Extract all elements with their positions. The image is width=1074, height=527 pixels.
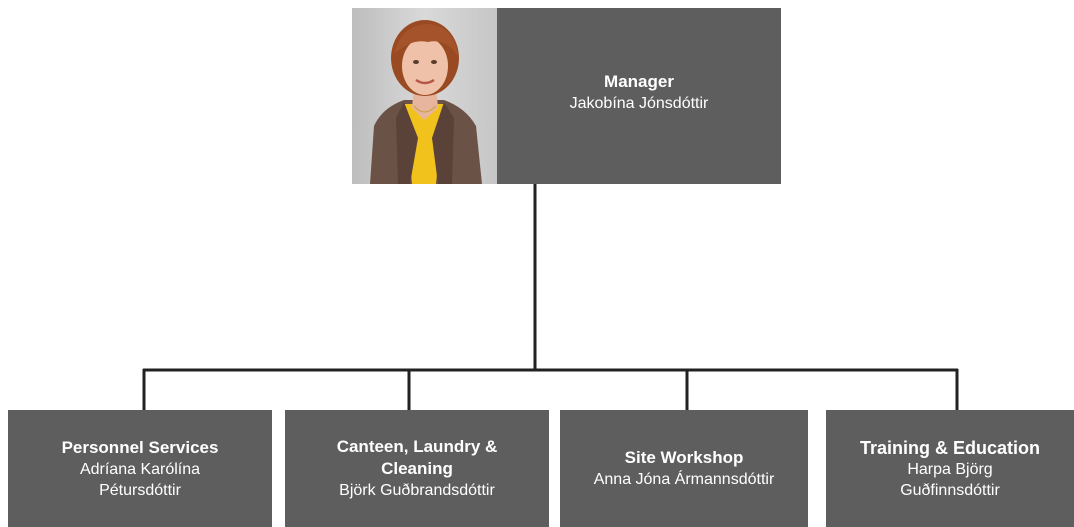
department-box-canteen-laundry-cleaning: Canteen, Laundry & Cleaning Björk Guðbra… xyxy=(285,410,549,527)
portrait-photo-icon xyxy=(352,8,497,184)
department-role: Training & Education xyxy=(859,437,1040,458)
department-box-training-education: Training & Education Harpa Björg Guðfinn… xyxy=(826,410,1074,527)
department-role: Site Workshop xyxy=(624,448,744,467)
department-head-name: Adríana Karólína Pétursdóttir xyxy=(79,460,201,499)
manager-photo xyxy=(352,8,497,184)
department-role: Canteen, Laundry & Cleaning xyxy=(336,437,498,478)
manager-name: Jakobína Jónsdóttir xyxy=(569,94,709,112)
department-head-name: Harpa Björg Guðfinnsdóttir xyxy=(900,460,1000,499)
department-box-site-workshop: Site Workshop Anna Jóna Ármannsdóttir xyxy=(560,410,808,527)
department-role: Personnel Services xyxy=(61,437,219,457)
department-head-name: Björk Guðbrandsdóttir xyxy=(339,482,495,499)
manager-box: Manager Jakobína Jónsdóttir xyxy=(497,8,781,184)
department-box-personnel-services: Personnel Services Adríana Karólína Pétu… xyxy=(8,410,272,527)
department-head-name: Anna Jóna Ármannsdóttir xyxy=(593,471,775,488)
manager-role: Manager xyxy=(604,71,674,91)
